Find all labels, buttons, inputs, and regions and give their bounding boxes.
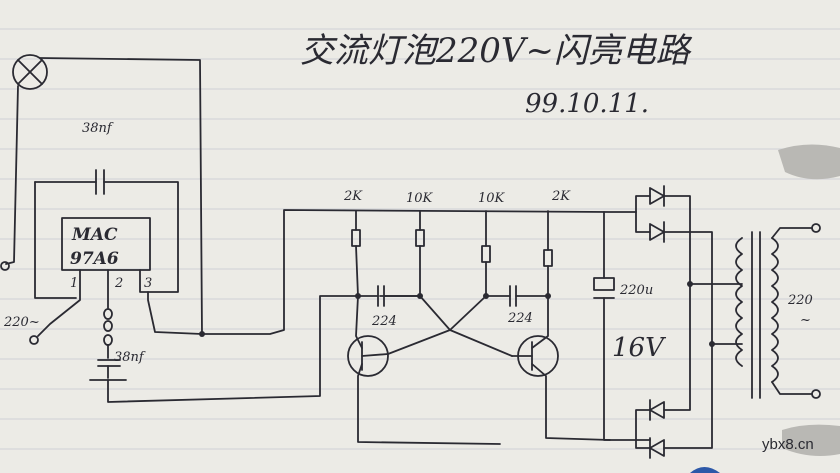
diagram-title: 交流灯泡220V~闪亮电路 — [300, 31, 693, 71]
pin-3-label: 3 — [144, 276, 152, 291]
triac-label-line1: MAC — [71, 225, 118, 245]
diode-top-1 — [635, 185, 743, 285]
input-220-label: 220~ — [3, 315, 40, 330]
triac-label-line2: 97A6 — [70, 249, 119, 269]
lamp-wiring — [0, 57, 203, 335]
capacitor-bottom-label: 38nf — [114, 350, 146, 365]
pin-2-label: 2 — [114, 276, 123, 291]
resistor-3 — [481, 210, 491, 297]
secondary-voltage-label: 220 — [787, 293, 813, 308]
node-dot — [687, 281, 693, 287]
cross-coupling — [387, 295, 513, 357]
timing-capacitor-left — [357, 285, 421, 307]
resistor-4-label: 2K — [551, 189, 571, 204]
transistor-right — [511, 295, 611, 441]
secondary-unit-label: ~ — [800, 313, 811, 328]
resistor-2 — [379, 210, 425, 297]
timing-capacitor-right-label: 224 — [507, 311, 533, 326]
transistor-left — [347, 295, 501, 445]
triac-chip — [61, 217, 151, 271]
main-bus — [199, 209, 637, 337]
watermark: ybx8.cn — [762, 436, 814, 453]
resistor-1 — [351, 210, 361, 297]
diode-bottom-1 — [635, 283, 691, 441]
capacitor-top-label: 38nf — [82, 121, 114, 136]
capacitor-bottom — [89, 295, 361, 403]
timing-capacitor-right — [485, 285, 549, 307]
triac-pins — [29, 269, 203, 345]
timing-capacitor-left-label: 224 — [371, 314, 397, 329]
node-dot — [709, 341, 715, 347]
lamp-symbol — [12, 54, 48, 90]
resistor-3-label: 10K — [478, 191, 506, 206]
electrolytic-voltage-label: 16V — [612, 333, 666, 363]
inductor-coil — [103, 308, 113, 359]
torn-mark-top — [778, 144, 840, 180]
electrolytic-capacitor — [593, 211, 651, 441]
resistor-1-label: 2K — [343, 189, 363, 204]
torn-mark-bottom — [782, 424, 840, 456]
diagram-date: 99.10.11. — [525, 89, 649, 119]
watermark-logo-shape — [690, 467, 720, 473]
transformer — [735, 223, 821, 399]
capacitor-top — [34, 169, 179, 299]
pin-1-label: 1 — [70, 276, 78, 291]
resistor-4 — [543, 210, 553, 297]
diode-bottom-2 — [635, 343, 713, 459]
electrolytic-value-label: 220u — [619, 283, 653, 298]
resistor-2-label: 10K — [406, 191, 434, 206]
diode-top-2 — [635, 211, 743, 345]
